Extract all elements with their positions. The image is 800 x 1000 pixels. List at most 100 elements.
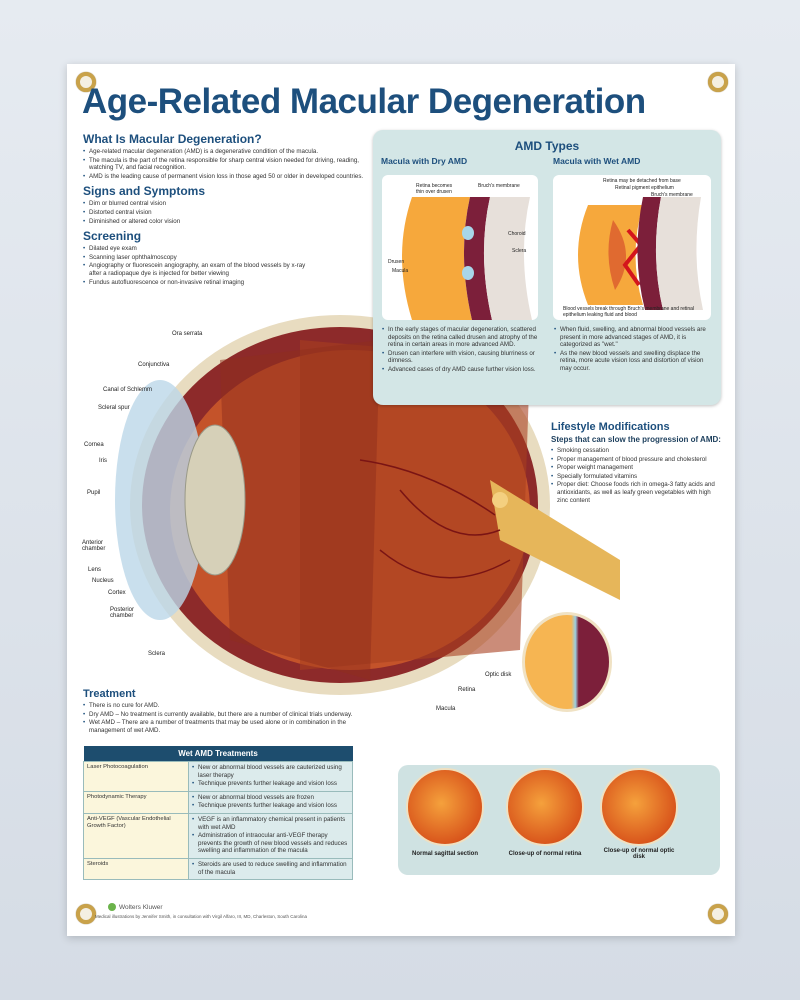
label-nucleus: Nucleus [92,578,114,584]
treatment-name: Laser Photocoagulation [83,761,189,792]
list-item: As the new blood vessels and swelling di… [554,350,714,373]
screening-heading: Screening [83,229,142,244]
label-anterior-chamber: Anterior chamber [82,540,106,552]
label-macula: Macula [436,706,456,712]
label-sclera: Sclera [148,651,166,657]
grommet-icon [708,72,728,92]
sagittal-section-image [406,768,484,846]
label-posterior-chamber: Posterior chamber [110,607,135,619]
list-item: Administration of intraocular anti-VEGF … [192,832,349,855]
list-item: Steroids are used to reduce swelling and… [192,861,349,876]
what-is-list: Age-related macular degeneration (AMD) i… [83,148,368,180]
publisher-logo: Wolters Kluwer [108,903,163,911]
list-item: Distorted central vision [83,209,368,217]
what-is-heading: What Is Macular Degeneration? [83,132,262,146]
grommet-icon [76,72,96,92]
label-drusen: Drusen [388,259,405,265]
list-item: Wet AMD – There are a number of treatmen… [83,719,363,734]
illustration-credit: Medical illustrations by Jennifer Smith,… [95,914,308,919]
list-item: Scanning laser ophthalmoscopy [83,254,313,262]
treatment-name: Photodynamic Therapy [83,790,189,814]
list-item: The macula is the part of the retina res… [83,157,368,172]
wolters-kluwer-logo-icon [108,903,116,911]
signs-heading: Signs and Symptoms [83,184,206,199]
normal-views-panel: Normal sagittal section Close-up of norm… [398,765,720,875]
list-item: In the early stages of macular degenerat… [382,326,542,349]
wet-amd-title: Macula with Wet AMD [553,156,641,166]
view-label: Normal sagittal section [411,851,479,857]
retina-closeup-image [506,768,584,846]
treatment-heading: Treatment [83,688,136,700]
list-item: Smoking cessation [551,447,721,455]
list-item: Angiography or fluorescein angiography, … [83,262,313,277]
label-retina: Retina [458,687,476,693]
list-item: Dilated eye exam [83,245,313,253]
table-header: Wet AMD Treatments [83,746,353,762]
signs-list: Dim or blurred central vision Distorted … [83,200,368,225]
list-item: Dry AMD – No treatment is currently avai… [83,711,363,719]
label-ora-serrata: Ora serrata [172,331,203,337]
label-lens: Lens [88,567,102,573]
label-rpe: Retinal pigment epithelium [615,185,674,191]
label-scleral-spur: Scleral spur [98,405,130,411]
dry-macula-image [402,197,532,320]
label-conjunctiva: Conjunctiva [138,362,170,368]
list-item: Technique prevents further leakage and v… [192,802,349,810]
label-cortex: Cortex [108,590,126,596]
wet-amd-illustration: Retina may be detached from base Retinal… [553,175,711,320]
list-item: New or abnormal blood vessels are frozen [192,794,349,802]
optic-disk-closeup-image [600,768,678,846]
amd-types-heading: AMD Types [514,139,580,153]
list-item: Proper diet: Choose foods rich in omega-… [551,481,721,504]
treatment-list: There is no cure for AMD. Dry AMD – No t… [83,702,363,734]
list-item: Dim or blurred central vision [83,200,368,208]
list-item: There is no cure for AMD. [83,702,363,710]
label-bruchs: Bruch's membrane [478,183,520,189]
label-bruchs-wet: Bruch's membrane [651,192,693,198]
lifestyle-subheading: Steps that can slow the progression of A… [551,435,721,444]
list-item: Advanced cases of dry AMD cause further … [382,366,542,374]
lifestyle-list: Smoking cessation Proper management of b… [551,447,721,504]
list-item: Fundus autofluorescence or non-invasive … [83,279,313,287]
label-blood-vessels: Blood vessels break through Bruch's memb… [563,306,695,318]
treatment-name: Steroids [83,857,189,881]
wet-macula-image [578,197,703,310]
label-macula: Macula [392,268,409,274]
view-label: Close-up of normal optic disk [603,848,675,860]
list-item: Proper management of blood pressure and … [551,456,721,464]
lifestyle-section: Lifestyle Modifications Steps that can s… [551,417,721,505]
list-item: Technique prevents further leakage and v… [192,780,349,788]
label-choroid: Choroid [508,231,526,237]
list-item: Diminished or altered color vision [83,218,368,226]
table-row: Laser PhotocoagulationNew or abnormal bl… [83,761,353,792]
amd-types-panel: AMD Types Macula with Dry AMD Macula wit… [373,130,721,405]
view-label: Close-up of normal retina [508,851,582,857]
dry-amd-list: In the early stages of macular degenerat… [382,326,542,375]
intro-sections: What Is Macular Degeneration? Age-relate… [83,128,368,287]
grommet-icon [708,904,728,924]
label-optic-disk: Optic disk [485,672,512,678]
label-cornea: Cornea [84,442,104,448]
poster-title: Age-Related Macular Degeneration [82,82,646,121]
label-retina-thin: Retina becomes thin over drusen [416,183,453,195]
list-item: VEGF is an inflammatory chemical present… [192,816,349,831]
publisher-name: Wolters Kluwer [119,903,163,911]
wet-amd-treatments-table: Wet AMD Treatments Laser Photocoagulatio… [83,746,353,881]
label-iris: Iris [99,458,107,464]
treatment-section: Treatment There is no cure for AMD. Dry … [83,684,363,735]
label-pupil: Pupil [87,490,101,496]
screening-list: Dilated eye exam Scanning laser ophthalm… [83,245,313,286]
list-item: Age-related macular degeneration (AMD) i… [83,148,368,156]
label-canal-of-schlemm: Canal of Schlemm [103,387,153,393]
table-row: SteroidsSteroids are used to reduce swel… [83,857,353,881]
table-row: Photodynamic TherapyNew or abnormal bloo… [83,790,353,814]
list-item: Proper weight management [551,464,721,472]
grommet-icon [76,904,96,924]
table-row: Anti-VEGF (Vascular Endothelial Growth F… [83,812,353,859]
wet-amd-list: When fluid, swelling, and abnormal blood… [554,326,714,374]
treatment-name: Anti-VEGF (Vascular Endothelial Growth F… [83,812,189,859]
list-item: Specially formulated vitamins [551,473,721,481]
list-item: AMD is the leading cause of permanent vi… [83,173,368,181]
list-item: Drusen can interfere with vision, causin… [382,350,542,365]
retina-closeup-magnifier [522,612,612,712]
